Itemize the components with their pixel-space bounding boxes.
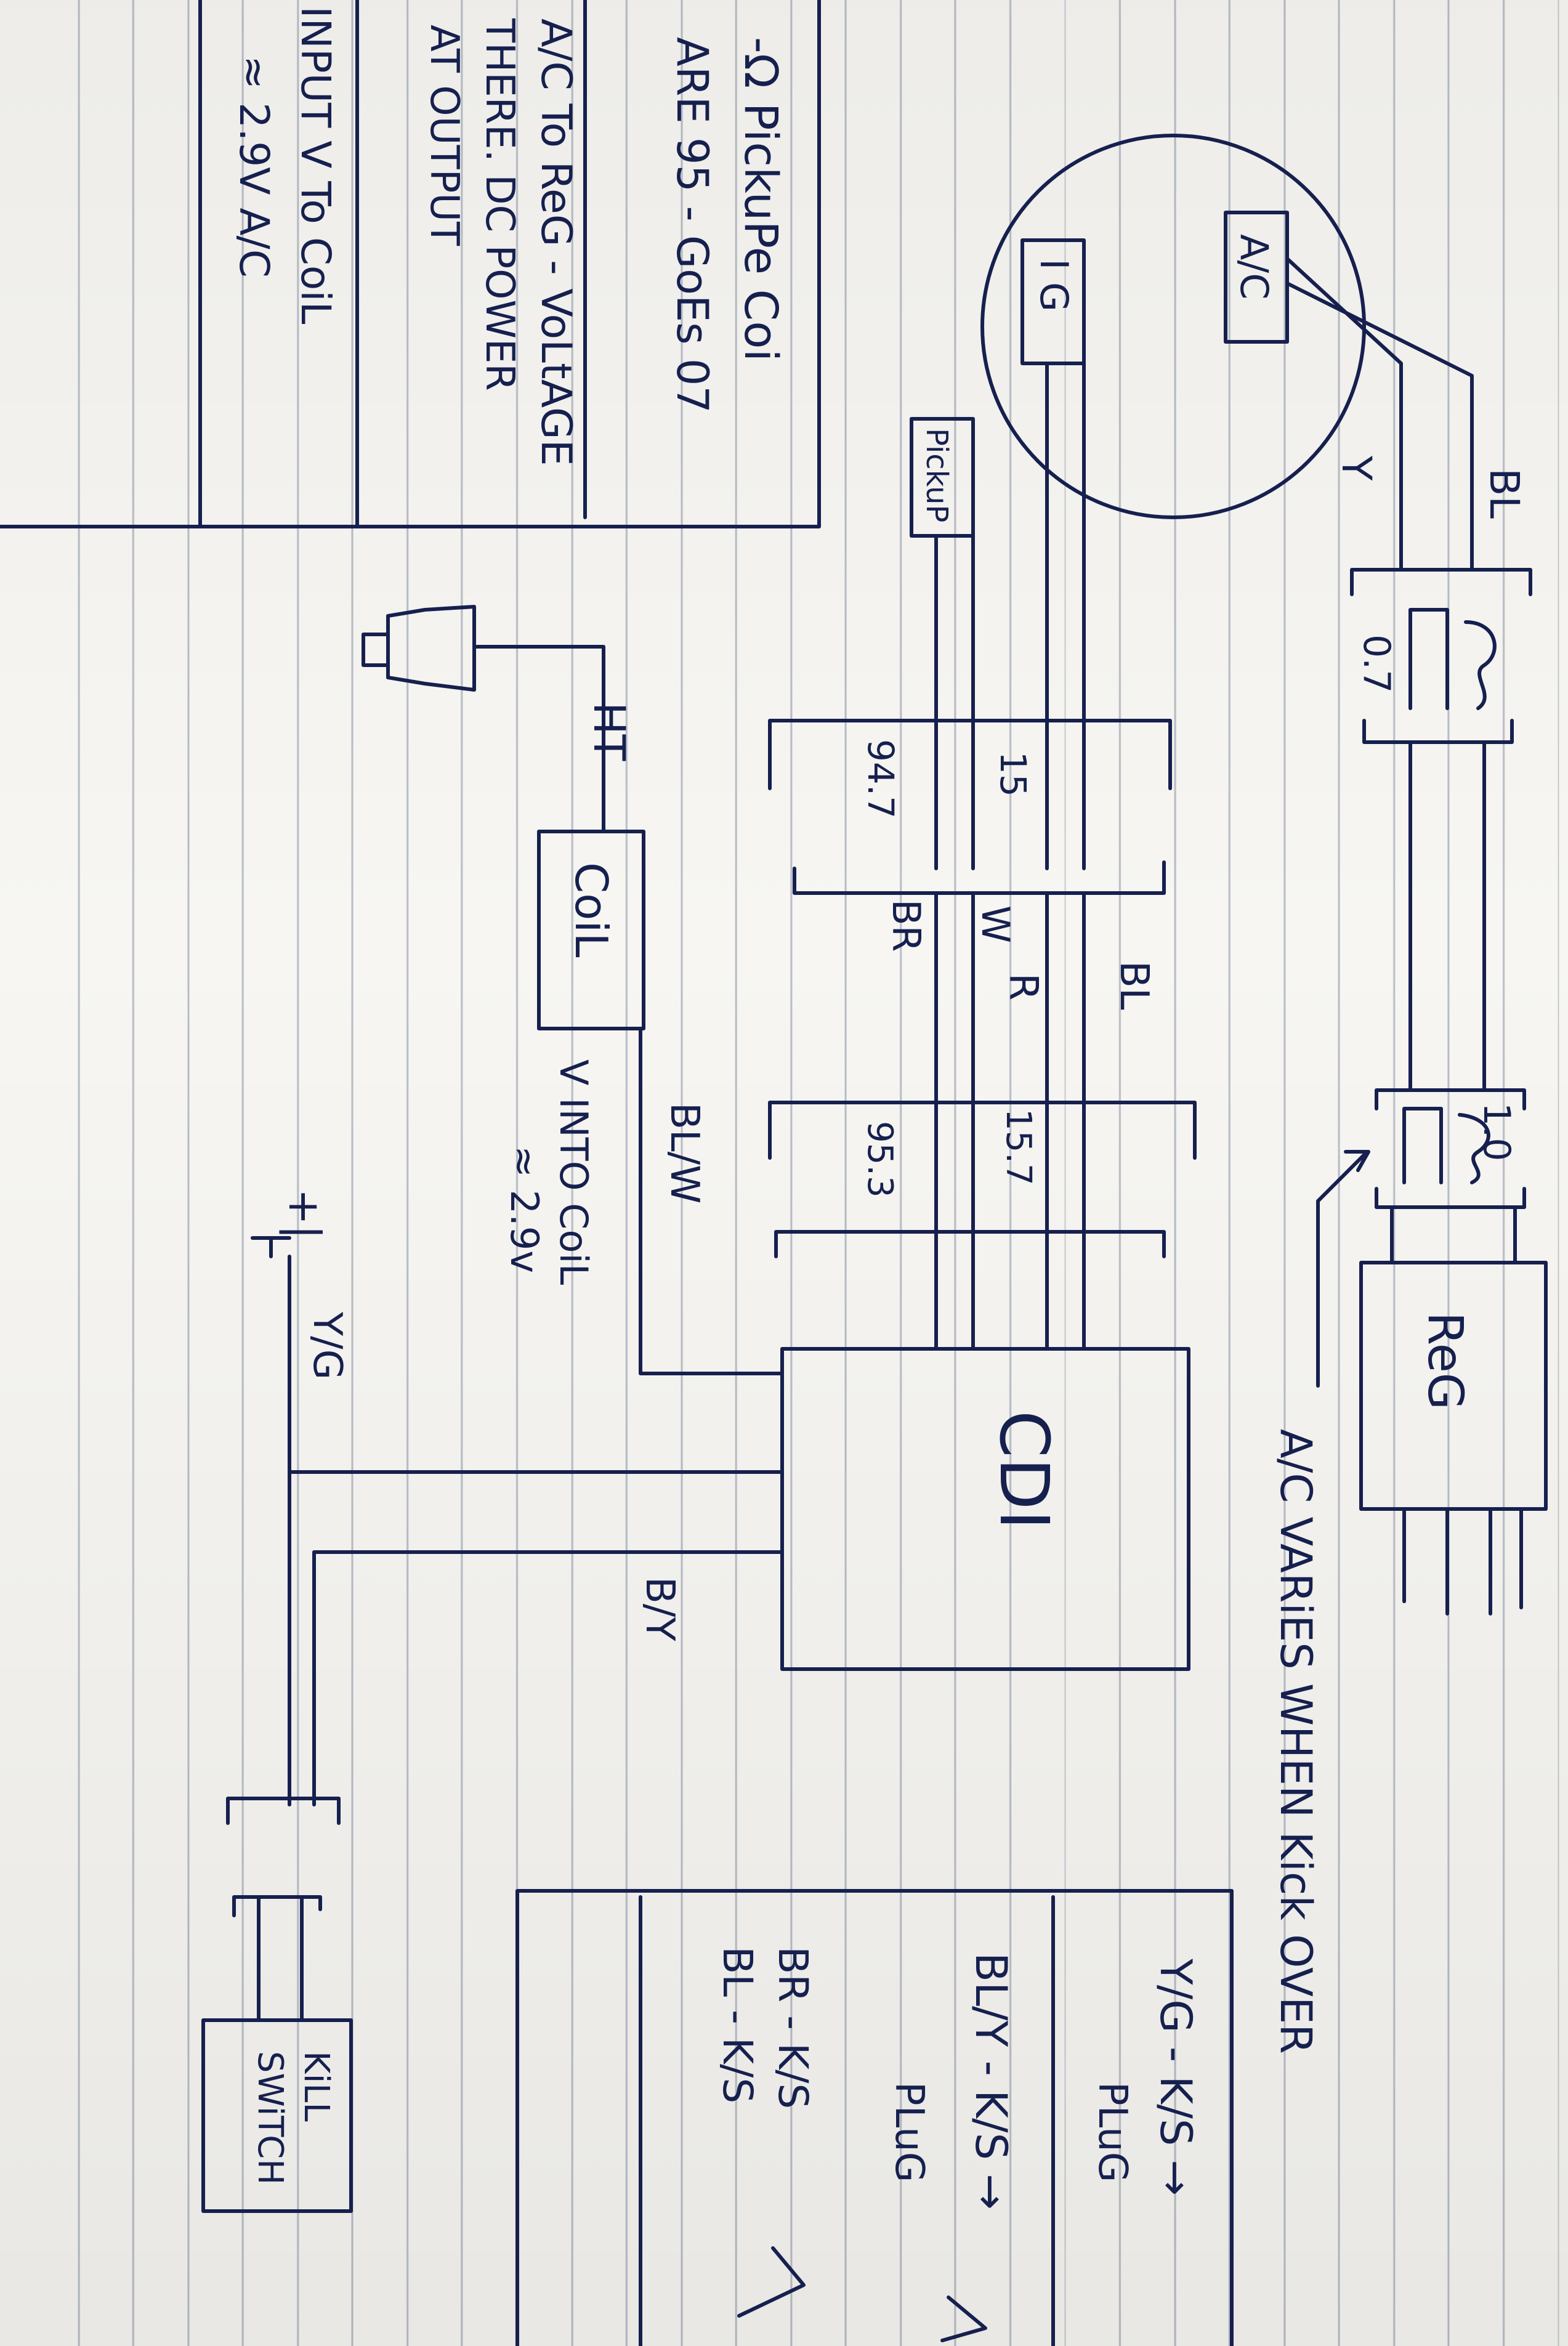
ac-varies-arrow <box>1316 1150 1370 1388</box>
right-note-line-5: BR - K/S <box>769 1946 817 2109</box>
ac-wire-bl <box>1285 281 1474 572</box>
wire-label-bl-top: BL <box>1481 468 1528 519</box>
connector-value-15: 15 <box>992 751 1034 797</box>
left-note-line-5: AT OUTPUT <box>421 25 467 246</box>
wire-label-bl: BL <box>1111 961 1157 1010</box>
kill-switch-label-1: KiLL <box>296 2051 336 2122</box>
cdi-box <box>780 1347 1190 1671</box>
coil-voltage-note-1: V INTO CoiL <box>551 1059 596 1285</box>
spark-plug-cap <box>362 605 476 692</box>
connector-value-15-7: 15.7 <box>998 1109 1038 1186</box>
ground-symbol <box>251 1236 291 1258</box>
connector-upper-right: 15.7 95.3 <box>768 1101 1197 1258</box>
left-note-line-4: THERE. DC POWER <box>477 18 522 391</box>
kill-switch-label-2: SWiTCH <box>250 2051 290 2185</box>
ac-label: A/C <box>1232 234 1277 300</box>
ac-box <box>1224 211 1289 344</box>
connector-value-95-3: 95.3 <box>860 1121 900 1198</box>
stator-outline <box>980 134 1366 519</box>
right-note-line-1: Y/G - K/S → <box>1150 1958 1201 2196</box>
pickup-label: PickuP <box>919 428 954 522</box>
left-notes-box: -Ω PickuPe Coi ARE 95 - GoEs 07 A/C To R… <box>0 0 821 528</box>
wire-label-br: BR <box>884 899 929 952</box>
cdi-label: CDI <box>985 1410 1064 1530</box>
ig-label: I G <box>1032 259 1077 312</box>
wire-label-bl-w: BL/W <box>661 1102 707 1203</box>
connector-reg-value: 1.0 <box>1475 1102 1518 1161</box>
connector-value-94-7: 94.7 <box>860 739 902 819</box>
reg-label: ReG <box>1417 1312 1473 1410</box>
connector-reg: 1.0 <box>1375 1088 1526 1209</box>
connector-top: 0.7 <box>1350 568 1532 744</box>
coil-voltage-note-2: ≈ 2.9v <box>502 1146 547 1273</box>
left-note-line-1: -Ω PickuPe Coi <box>734 37 787 362</box>
right-notes-box: Y/G - K/S → PLuG BL/Y - K/S → PLuG BR - … <box>515 1889 1234 2346</box>
pickup-box <box>910 417 975 538</box>
right-note-line-3: BL/Y - K/S → <box>966 1952 1016 2210</box>
right-box-outline <box>515 1889 1234 2346</box>
wire-label-b-y: B/Y <box>637 1577 682 1641</box>
wire-label-y: Y <box>1333 455 1380 481</box>
kill-switch-connector <box>226 1797 341 2022</box>
left-note-line-7: ≈ 2.9V A/C <box>230 55 278 278</box>
pickup-wires <box>934 362 1086 722</box>
ht-lead <box>472 645 605 833</box>
right-note-line-6: BL - K/S <box>714 1946 761 2103</box>
right-note-line-2: PLuG <box>1089 2082 1135 2182</box>
battery-symbol: +| <box>279 1189 329 1239</box>
right-note-line-4: PLuG <box>886 2082 932 2182</box>
ac-varies-note: A/C VARiES WHEN Kick OVER <box>1271 1429 1321 2054</box>
right-note-check-1 <box>737 2246 806 2318</box>
kill-switch-box <box>201 2018 353 2213</box>
left-note-line-2: ARE 95 - GoEs 07 <box>667 37 717 413</box>
left-note-line-6: INPUT V To CoiL <box>292 6 339 325</box>
left-box-outline <box>0 0 821 528</box>
wire-label-y-g: Y/G <box>304 1311 350 1380</box>
reg-box <box>1359 1261 1548 1511</box>
stator-circle: A/C I G <box>980 134 1366 519</box>
wire-y-g <box>288 1255 784 1806</box>
connector-upper-left: 15 94.7 <box>768 719 1172 895</box>
wires-into-cdi <box>934 1230 1086 1351</box>
ac-wire-y <box>1285 257 1403 572</box>
coil-box <box>537 830 645 1030</box>
ig-box <box>1020 238 1086 365</box>
right-note-check-2 <box>940 2295 987 2342</box>
ht-label: HT <box>584 702 634 761</box>
wire-bl-w <box>602 1027 784 1375</box>
wire-label-w: W <box>973 905 1018 943</box>
reg-wires <box>1390 1205 1523 1616</box>
wire-label-r: R <box>1000 973 1046 1000</box>
coil-label: CoiL <box>565 862 617 957</box>
wire-b-y <box>312 1550 784 1806</box>
connector-top-value: 0.7 <box>1355 634 1398 693</box>
left-note-line-3: A/C To ReG - VoLtAGE <box>531 18 580 466</box>
